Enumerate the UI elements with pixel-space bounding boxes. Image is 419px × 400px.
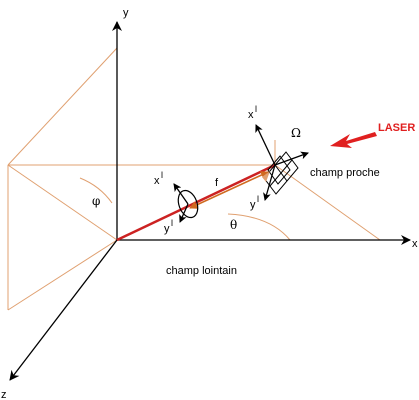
- coordinate-axes: [9, 21, 411, 381]
- near-field-x-arrow: [255, 124, 276, 166]
- near-field-x-label: x: [248, 109, 254, 121]
- focal-distance-arrow: [189, 171, 269, 209]
- construction-line-right: [274, 164, 381, 241]
- far-field-ellipse: [177, 189, 199, 219]
- focal-length-label: f: [215, 177, 219, 189]
- detector-grid-inner: [267, 155, 291, 185]
- detector-marker: [262, 171, 270, 182]
- laser-arrow-shape: [330, 132, 377, 148]
- near-field-detector: [255, 124, 309, 201]
- detector-grid-line-2: [269, 159, 293, 187]
- far-field-y-arrow: [179, 203, 189, 223]
- theta-label: θ: [230, 218, 237, 232]
- construction-line-top: [7, 47, 118, 166]
- z-axis-label: z: [1, 389, 7, 400]
- far-field-y-sup: l: [171, 218, 173, 228]
- near-field-z-arrow: [274, 151, 309, 166]
- near-field-y-arrow: [263, 164, 276, 201]
- construction-line-lower-left: [7, 239, 118, 311]
- far-field-frame: [173, 183, 199, 223]
- y-axis-label: y: [123, 7, 129, 19]
- near-field-x-sup: l: [255, 104, 257, 114]
- near-field-y-sup: l: [257, 194, 259, 204]
- x-axis-label: x: [412, 238, 418, 250]
- far-field-x-sup: l: [161, 170, 163, 180]
- phi-label: φ: [92, 194, 100, 208]
- z-axis: [9, 239, 118, 381]
- near-field-y-label: y: [250, 199, 256, 211]
- far-field-y-label: y: [164, 223, 170, 235]
- laser-label: LASER: [378, 122, 415, 134]
- far-field-x-arrow: [173, 183, 189, 205]
- theta-arc: [227, 213, 291, 241]
- phi-arc: [79, 177, 113, 204]
- near-field-label: champ proche: [310, 167, 380, 179]
- far-field-label: champ lointain: [166, 265, 237, 277]
- construction-lines: [7, 47, 381, 311]
- omega-label: Ω: [291, 126, 301, 140]
- laser-arrow: [330, 132, 377, 148]
- detector-grid-outline: [263, 151, 299, 195]
- far-field-x-label: x: [154, 175, 160, 187]
- construction-line-to-origin: [7, 164, 118, 241]
